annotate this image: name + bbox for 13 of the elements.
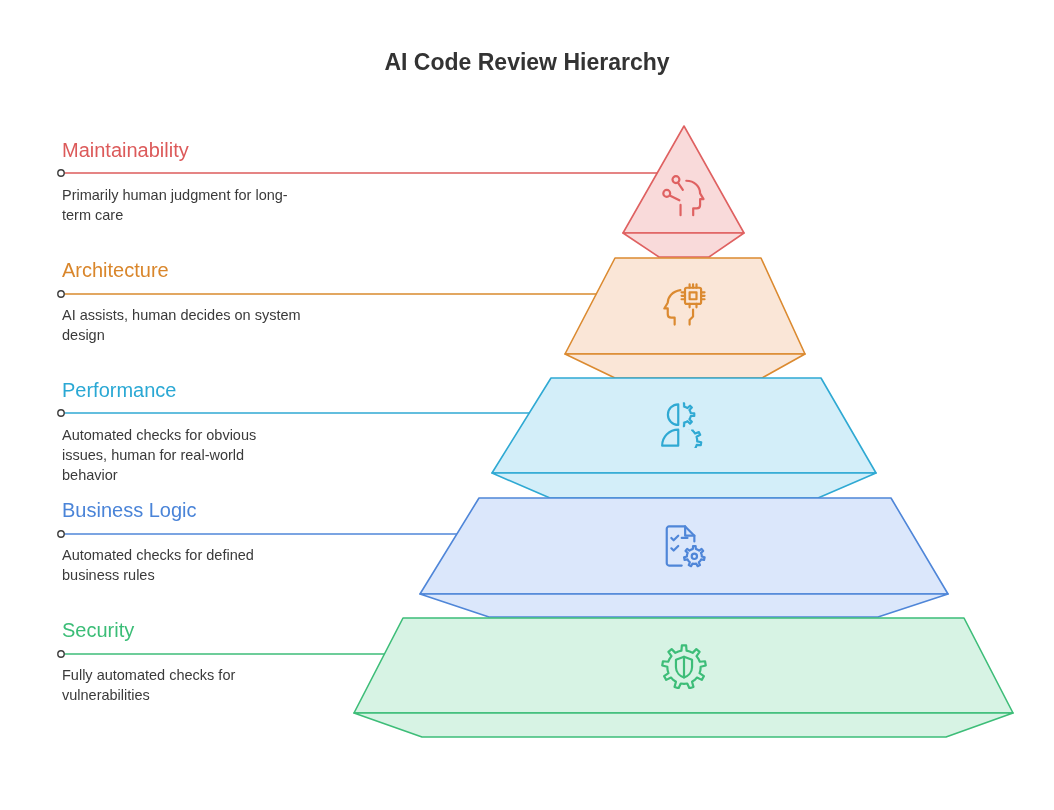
tier-description: Fully automated checks for vulnerabilities [61,666,237,705]
tier-description: Automated checks for obvious issues, human for real-world behavior [61,426,258,485]
leader-line [57,169,658,177]
tier-description: Automated checks for defined business rules [61,546,255,585]
tier-heading: Business Logic [61,498,197,522]
tier-heading: Performance [61,378,177,402]
tier-description: AI assists, human decides on system design [61,306,302,345]
tier-heading: Maintainability [61,138,189,162]
diagram-title: AI Code Review Hierarchy [384,48,670,76]
tier-description: Primarily human judgment for long-term care [61,186,289,225]
tier-heading: Architecture [61,258,169,282]
tier-heading: Security [61,618,135,642]
leader-line [57,650,386,658]
